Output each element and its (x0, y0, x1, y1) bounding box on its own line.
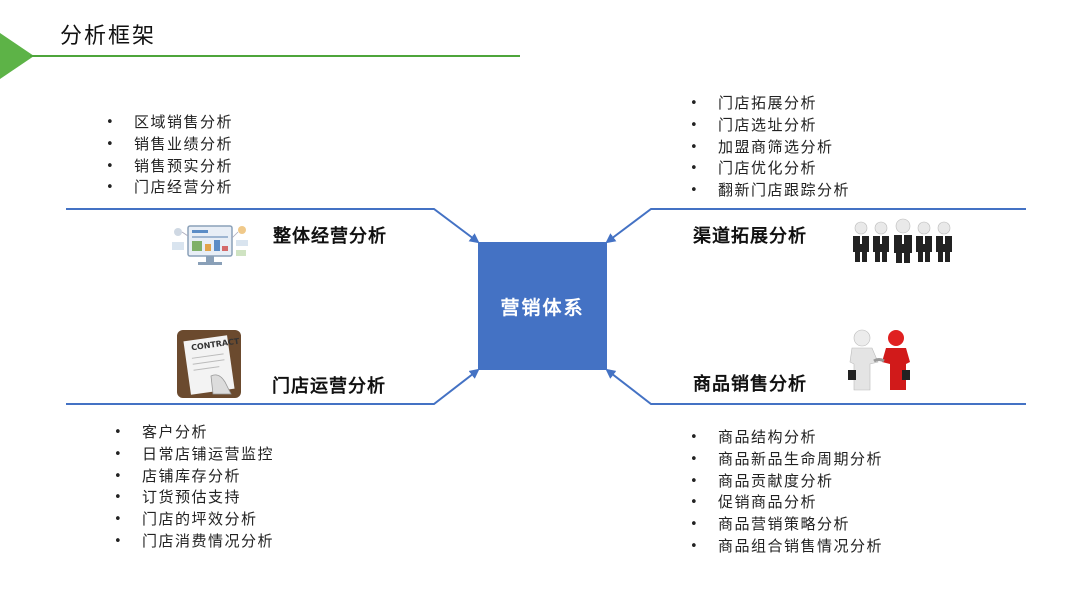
list-item: 门店选址分析 (690, 115, 850, 137)
bottom-left-list: 客户分析 日常店铺运营监控 店铺库存分析 订货预估支持 门店的坪效分析 门店消费… (114, 422, 274, 553)
list-item: 订货预估支持 (114, 487, 274, 509)
dashboard-icon (170, 218, 250, 270)
list-item: 商品结构分析 (690, 427, 883, 449)
list-item: 门店的坪效分析 (114, 509, 274, 531)
top-left-list: 区域销售分析 销售业绩分析 销售预实分析 门店经营分析 (106, 112, 233, 199)
list-item: 商品贡献度分析 (690, 471, 883, 493)
list-item: 门店消费情况分析 (114, 531, 274, 553)
title-underline (30, 55, 520, 57)
list-item: 商品营销策略分析 (690, 514, 883, 536)
list-item: 门店优化分析 (690, 158, 850, 180)
connector-top-right (605, 208, 1026, 244)
contract-icon: CONTRACT (177, 330, 241, 398)
connector-bottom-right (605, 368, 1026, 405)
center-label: 营销体系 (500, 296, 585, 319)
list-item: 翻新门店跟踪分析 (690, 180, 850, 202)
connector-top-left (66, 208, 480, 244)
connector-bottom-left (66, 368, 480, 405)
heading-bottom-left: 门店运营分析 (272, 376, 386, 397)
list-item: 店铺库存分析 (114, 466, 274, 488)
list-item: 门店拓展分析 (690, 93, 850, 115)
handshake-icon (842, 328, 916, 392)
top-right-list: 门店拓展分析 门店选址分析 加盟商筛选分析 门店优化分析 翻新门店跟踪分析 (690, 93, 850, 202)
heading-bottom-right: 商品销售分析 (693, 374, 807, 395)
heading-top-left: 整体经营分析 (273, 226, 387, 247)
page-title: 分析框架 (60, 24, 157, 49)
list-item: 销售预实分析 (106, 156, 233, 178)
heading-top-right: 渠道拓展分析 (693, 226, 807, 247)
list-item: 商品组合销售情况分析 (690, 536, 883, 558)
list-item: 区域销售分析 (106, 112, 233, 134)
center-box: 营销体系 (478, 242, 607, 370)
list-item: 销售业绩分析 (106, 134, 233, 156)
list-item: 商品新品生命周期分析 (690, 449, 883, 471)
team-figures-icon (847, 218, 957, 264)
list-item: 客户分析 (114, 422, 274, 444)
list-item: 促销商品分析 (690, 492, 883, 514)
list-item: 日常店铺运营监控 (114, 444, 274, 466)
list-item: 加盟商筛选分析 (690, 137, 850, 159)
list-item: 门店经营分析 (106, 177, 233, 199)
title-marker-triangle (0, 33, 34, 79)
bottom-right-list: 商品结构分析 商品新品生命周期分析 商品贡献度分析 促销商品分析 商品营销策略分… (690, 427, 883, 558)
